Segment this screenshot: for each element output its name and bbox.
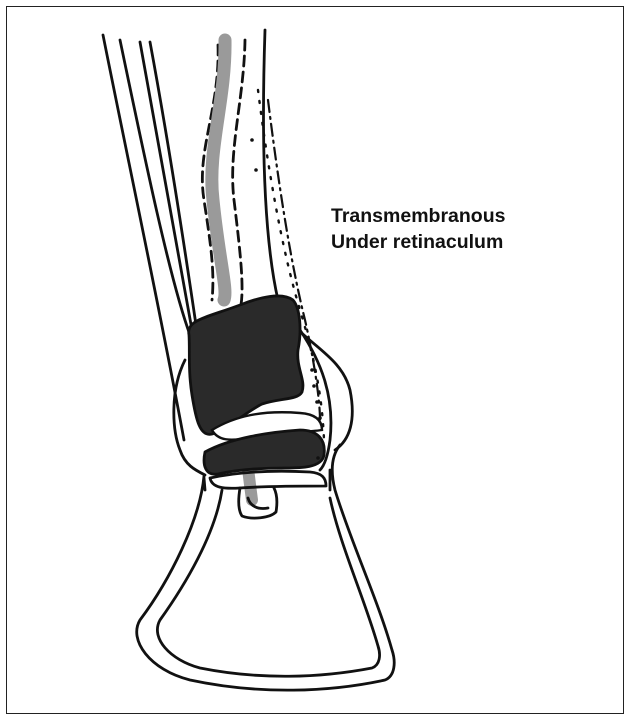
- tendon: [212, 40, 225, 300]
- foot-outline-inner: [157, 490, 379, 676]
- shin-outline-inner-left-2: [140, 42, 192, 330]
- midfoot-bone-lower: [239, 488, 277, 518]
- midfoot-bone-upper: [210, 471, 326, 488]
- label-under-retinaculum: Under retinaculum: [331, 229, 505, 255]
- shin-outline-outer-left: [103, 35, 184, 440]
- label-transmembranous: Transmembranous: [331, 203, 505, 229]
- foot-outline-outer: [137, 445, 394, 690]
- ankle-line-left: [204, 478, 205, 490]
- tendon-sheath-right: [233, 40, 245, 310]
- annotation-label: Transmembranous Under retinaculum: [331, 203, 505, 255]
